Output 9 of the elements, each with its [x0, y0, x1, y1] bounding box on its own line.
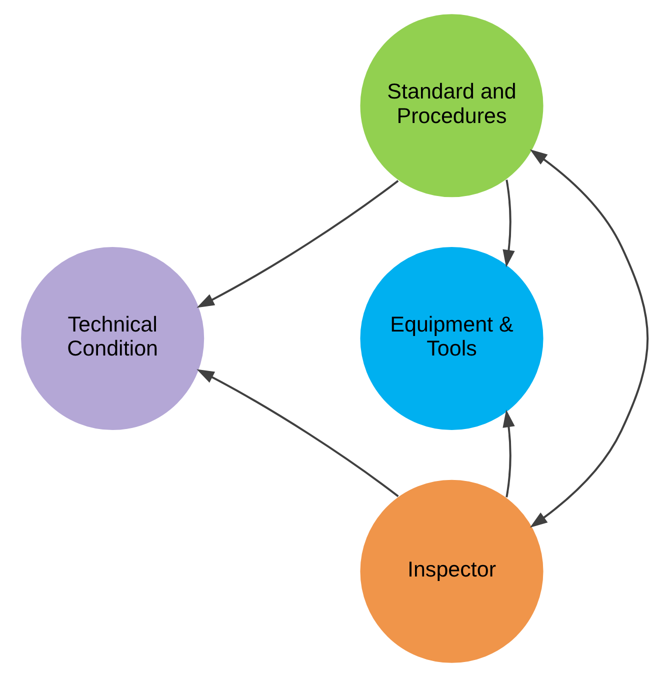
arrow [196, 180, 399, 308]
arrow [502, 410, 515, 498]
arrow [502, 180, 515, 268]
arrow [196, 369, 399, 498]
node-circle: Technical Condition [20, 246, 206, 432]
arrow [530, 149, 648, 528]
node-circle: Inspector [358, 478, 545, 664]
node-circle: Standard and Procedures [358, 12, 545, 199]
node-circle: Equipment & Tools [358, 246, 545, 432]
